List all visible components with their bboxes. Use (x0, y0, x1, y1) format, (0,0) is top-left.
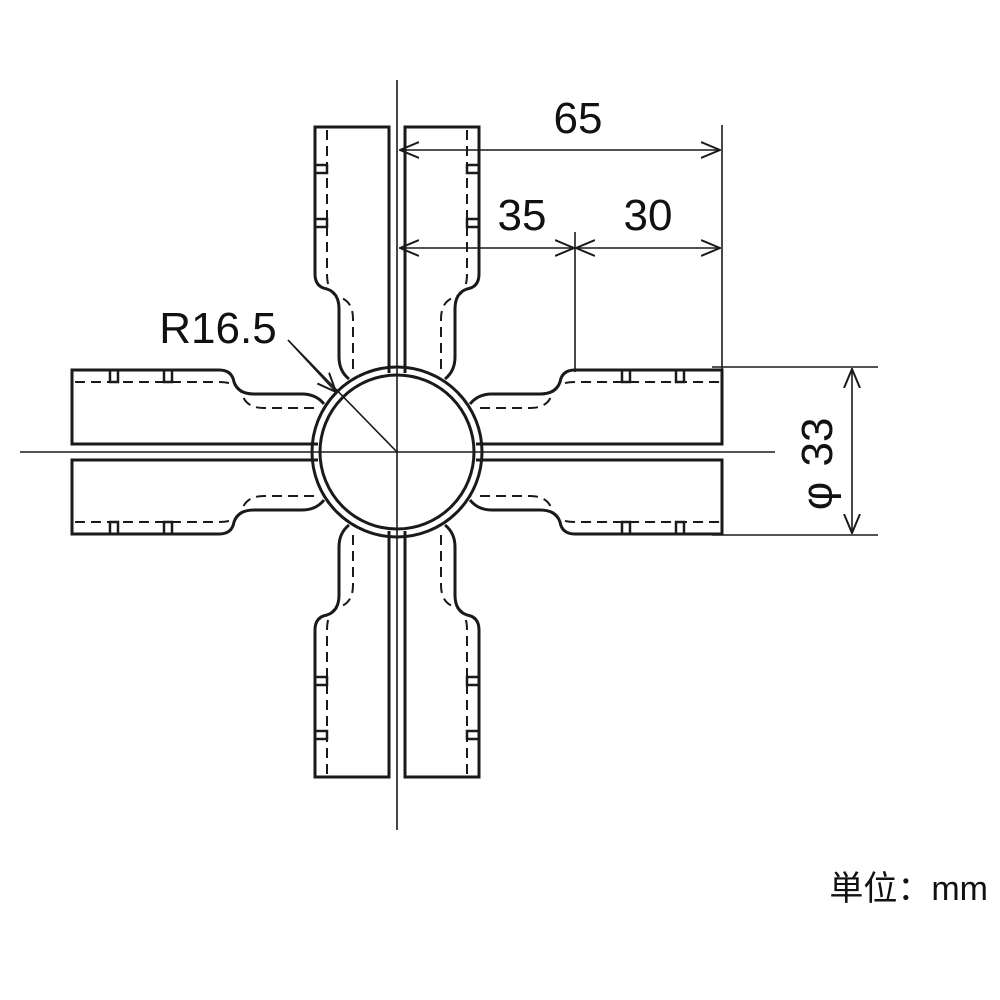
radius-label: R16.5 (159, 304, 276, 353)
arm-inner-dashed-line (326, 127, 354, 369)
arm-bolt-tab (108, 370, 120, 384)
arms (70, 125, 724, 779)
arm-bolt-tab (315, 217, 329, 229)
diameter-label: φ 33 (793, 418, 842, 511)
arm-inner-dashed-line (72, 495, 314, 523)
arm-bolt-tab (108, 520, 120, 534)
cross-arm (70, 368, 326, 536)
arm-bolt-tab (465, 217, 479, 229)
hub-outer-circle (310, 365, 484, 539)
arm-inner-dashed-line (480, 495, 722, 523)
center-lines (20, 80, 775, 830)
arm-bolt-tab (620, 370, 632, 384)
units-label: 単位：mm (829, 870, 988, 908)
arm-bolt-tab (465, 729, 479, 741)
arm-inner-dashed-line (440, 535, 468, 777)
cross-arm (468, 368, 724, 536)
arm-bolt-tab (620, 520, 632, 534)
cross-arm (313, 523, 481, 779)
arm-bolt-tab (465, 163, 479, 175)
arm-bolt-tab (674, 370, 686, 384)
arm-bolt-tab (315, 163, 329, 175)
radius-arrow (287, 339, 336, 392)
hub-inner-circle (318, 373, 476, 531)
arm-bolt-tab (315, 729, 329, 741)
hub (310, 365, 484, 539)
dimension-30-label: 30 (624, 191, 673, 240)
diameter-value: 33 (793, 418, 842, 467)
diameter-symbol: φ (793, 482, 842, 511)
arm-inner-dashed-line (72, 381, 314, 409)
arm-bolt-tab (674, 520, 686, 534)
arm-bolt-tab (315, 675, 329, 687)
dimension-65-label: 65 (554, 94, 603, 143)
arm-bolt-tab (162, 370, 174, 384)
arm-inner-dashed-line (440, 127, 468, 369)
dimension-35-label: 35 (498, 191, 547, 240)
arm-inner-dashed-line (480, 381, 722, 409)
arm-bolt-tab (162, 520, 174, 534)
arm-inner-dashed-line (326, 535, 354, 777)
arm-bolt-tab (465, 675, 479, 687)
